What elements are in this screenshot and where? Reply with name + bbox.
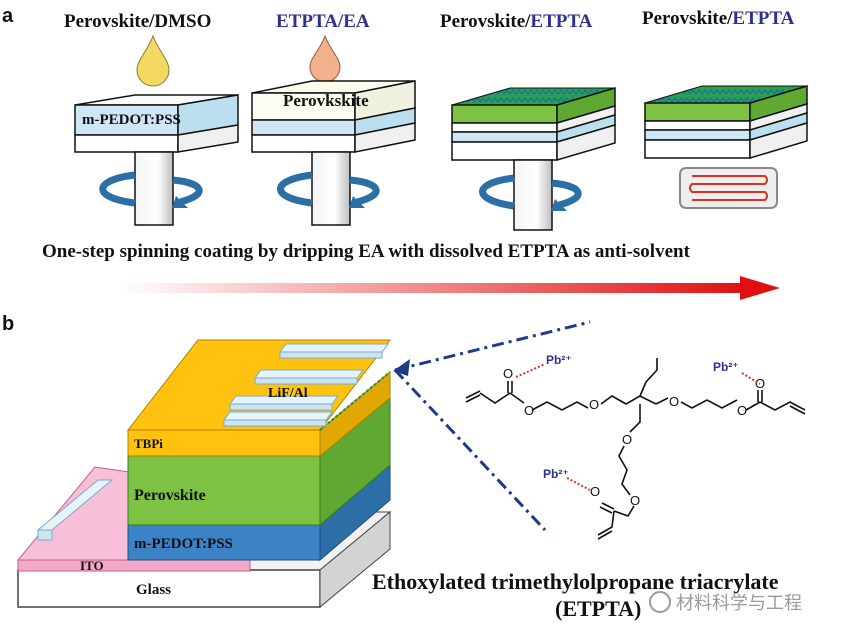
zoom-arrow-icon: [393, 359, 410, 376]
atom-o: O: [622, 432, 632, 447]
lif-al-label: LiF/Al: [268, 386, 308, 401]
coordination-bond: [515, 363, 546, 378]
coordination-bond: [566, 477, 591, 491]
ito-label: ITO: [80, 558, 104, 573]
spin-rod: [513, 159, 553, 231]
zoom-line-lower: [393, 368, 547, 532]
pb-label: Pb²⁺: [543, 467, 569, 481]
step-3-title-b: ETPTA: [530, 11, 592, 32]
pb-label: Pb²⁺: [546, 353, 572, 367]
tbpi-label: TBPi: [134, 436, 163, 451]
step-1-layer-label: m-PEDOT:PSS: [82, 112, 181, 128]
coordination-bond: [741, 372, 761, 385]
rotation-arrow-icon: [277, 171, 313, 207]
step-2: ETPTA/EA Perovkskite: [251, 11, 416, 226]
rotation-arrow-icon: [99, 171, 136, 207]
spin-rod: [134, 151, 174, 226]
zoom-line-upper: [394, 320, 591, 372]
molecule-abbr: (ETPTA): [555, 596, 641, 621]
panel-a-label: a: [2, 5, 14, 27]
panel-b-label: b: [2, 313, 14, 335]
atom-o: O: [589, 397, 599, 412]
droplet-icon: [309, 34, 341, 83]
ito-layer: [17, 559, 251, 572]
glass-side: [177, 124, 239, 153]
process-caption: One-step spinning coating by dripping EA…: [42, 241, 691, 262]
svg-text:Perovskite/ETPTA: Perovskite/ETPTA: [440, 11, 593, 32]
step-4: Perovskite/ETPTA: [642, 8, 808, 209]
atom-o: O: [630, 493, 640, 508]
rotation-arrow-icon: [479, 174, 515, 210]
pedot-label: m-PEDOT:PSS: [134, 536, 233, 552]
watermark: 材料科学与工程: [676, 593, 802, 614]
perovskite-label: Perovskite: [134, 487, 206, 504]
glass-side: [319, 510, 391, 609]
atom-o: O: [669, 394, 679, 409]
step-1-title: Perovskite/DMSO: [64, 11, 211, 32]
droplet-icon: [136, 34, 170, 87]
spin-rod: [311, 151, 351, 226]
progress-arrow: [120, 283, 745, 293]
step-3-title-a: Perovskite/: [440, 11, 531, 32]
hot-plate-icon: [679, 167, 778, 209]
svg-text:Perovskite/ETPTA: Perovskite/ETPTA: [642, 8, 795, 29]
etpta-molecule: [465, 358, 806, 540]
molecule-name: Ethoxylated trimethylolpropane triacryla…: [372, 569, 779, 594]
atom-o: O: [737, 403, 747, 418]
step-2-layer-label: Perovkskite: [283, 91, 369, 110]
step-2-title: ETPTA/EA: [276, 11, 370, 32]
wechat-icon: [649, 591, 671, 613]
glass-label: Glass: [136, 582, 171, 598]
step-1: Perovskite/DMSO m-PEDOT:PSS: [64, 11, 239, 226]
glass-front: [74, 134, 179, 153]
pb-label: Pb²⁺: [713, 360, 739, 374]
step-3: Perovskite/ETPTA: [440, 11, 616, 231]
atom-o: O: [590, 484, 600, 499]
atom-o: O: [524, 403, 534, 418]
arrow-head-icon: [740, 276, 780, 300]
step-4-title-a: Perovskite/: [642, 8, 733, 29]
lif-al-electrodes: [223, 343, 389, 427]
step-4-title-b: ETPTA: [732, 8, 794, 29]
atom-o: O: [503, 366, 513, 381]
